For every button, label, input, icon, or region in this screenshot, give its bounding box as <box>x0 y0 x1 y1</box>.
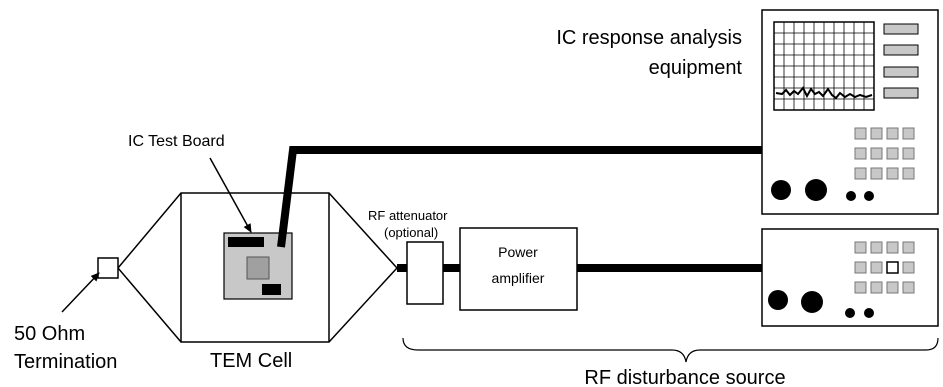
keypad-button <box>886 147 899 160</box>
analyzer-softkey-1 <box>883 23 919 35</box>
keypad-button <box>870 147 883 160</box>
analyzer-keypad <box>854 127 915 180</box>
keypad-button <box>854 147 867 160</box>
keypad-button <box>902 281 915 294</box>
keypad-button <box>902 167 915 180</box>
chip-black-top <box>228 237 264 247</box>
knob-icon <box>801 291 823 313</box>
keypad-button <box>886 261 899 274</box>
ic-test-board-label: IC Test Board <box>128 133 225 150</box>
keypad-button <box>870 241 883 254</box>
keypad-button <box>870 261 883 274</box>
keypad-button <box>854 167 867 180</box>
rf-attenuator-block <box>406 241 444 305</box>
rf-signal-generator <box>761 228 939 327</box>
analyzer-softkey-3 <box>883 66 919 78</box>
rf-disturbance-source-label: RF disturbance source <box>584 367 785 387</box>
knob-icon <box>771 180 791 200</box>
keypad-button <box>854 127 867 140</box>
arrow-icon <box>61 272 100 313</box>
knob-icon <box>805 179 827 201</box>
keypad-button <box>886 167 899 180</box>
cable-amplifier-to-source <box>577 264 782 300</box>
keypad-button <box>886 127 899 140</box>
knob-icon <box>846 191 856 201</box>
keypad-button <box>902 127 915 140</box>
response-equipment-label-2: equipment <box>649 57 743 79</box>
keypad-button <box>854 241 867 254</box>
disturbance-source-brace <box>402 337 939 363</box>
keypad-button <box>854 281 867 294</box>
analyzer-softkey-4 <box>883 87 919 99</box>
keypad-button <box>902 261 915 274</box>
rf-attenuator-label-1: RF attenuator <box>368 208 448 223</box>
keypad-button <box>902 147 915 160</box>
keypad-button <box>854 261 867 274</box>
power-amplifier-label-1: Power <box>498 244 538 260</box>
oscilloscope-screen <box>773 21 875 111</box>
termination-label-2: Termination <box>14 351 117 373</box>
arrow-icon <box>209 157 252 233</box>
chip-center <box>246 256 270 280</box>
rf-attenuator-label-2: (optional) <box>384 225 438 240</box>
signal-trace <box>775 86 873 100</box>
keypad-button <box>902 241 915 254</box>
knob-icon <box>864 308 874 318</box>
generator-keypad <box>854 241 915 294</box>
termination-label-1: 50 Ohm <box>14 323 85 345</box>
knob-icon <box>864 191 874 201</box>
analyzer-softkey-2 <box>883 44 919 56</box>
termination-block <box>97 257 119 279</box>
power-amplifier-label-2: amplifier <box>492 270 545 286</box>
keypad-button <box>870 167 883 180</box>
response-analysis-equipment <box>761 9 939 215</box>
chip-black-bottom <box>262 284 281 295</box>
tem-cell-label: TEM Cell <box>210 350 292 372</box>
knob-icon <box>845 308 855 318</box>
keypad-button <box>886 241 899 254</box>
keypad-button <box>886 281 899 294</box>
knob-icon <box>768 290 788 310</box>
keypad-button <box>870 281 883 294</box>
response-equipment-label-1: IC response analysis <box>556 27 742 49</box>
keypad-button <box>870 127 883 140</box>
power-amplifier-block <box>459 227 578 311</box>
